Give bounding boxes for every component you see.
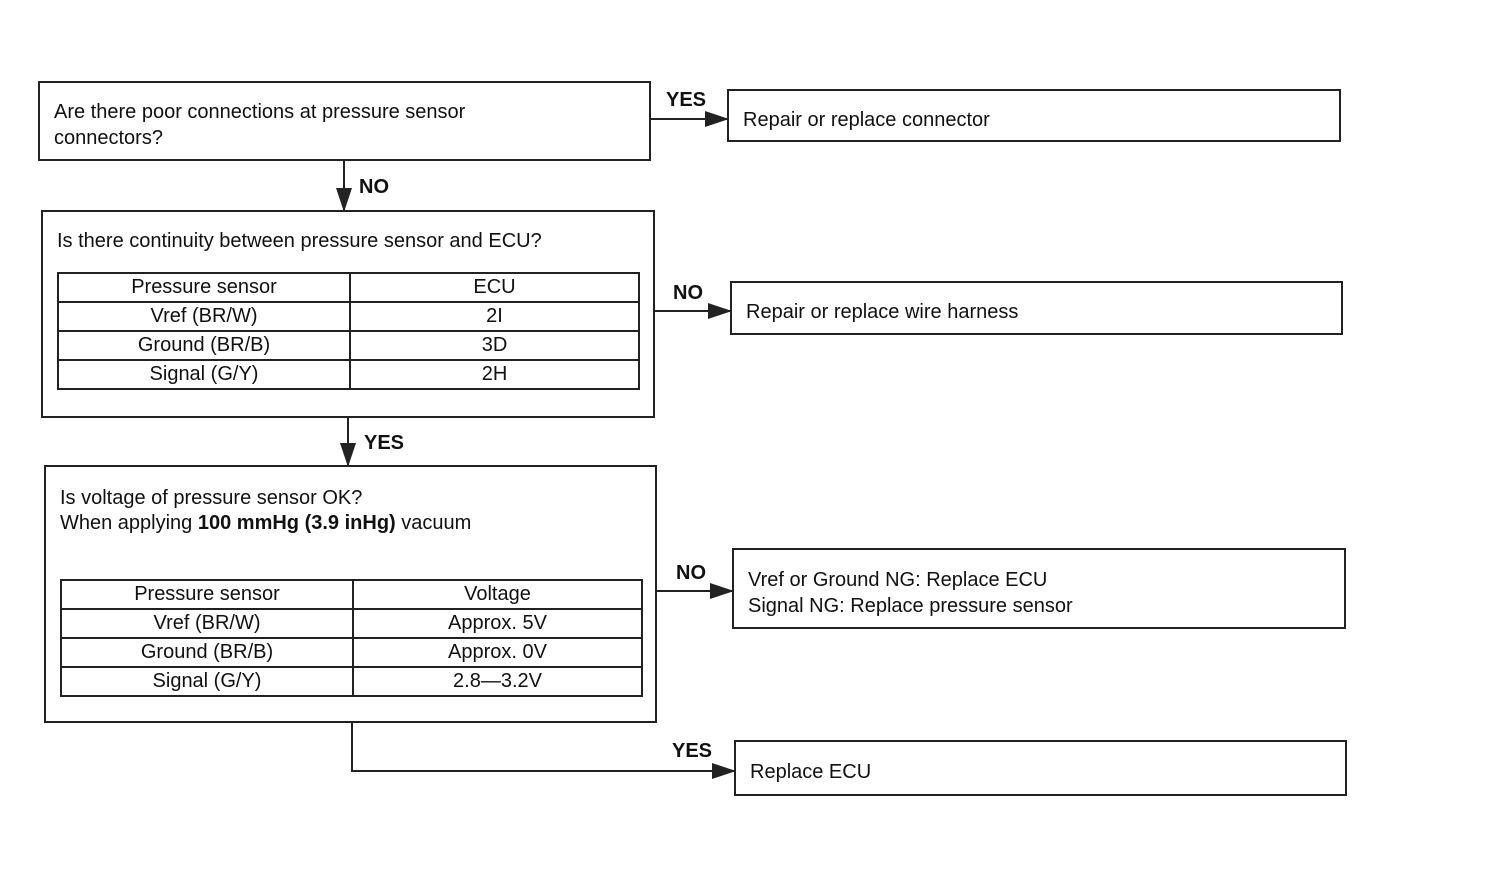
arrow-q3-yes — [351, 722, 736, 779]
table-cell: Vref (BR/W) — [57, 301, 351, 332]
table-cell: Signal (G/Y) — [57, 359, 351, 390]
label-no: NO — [673, 282, 703, 304]
question-box-connections: Are there poor connections at pressure s… — [38, 81, 651, 161]
vacuum-value: 100 mmHg (3.9 inHg) — [197, 512, 396, 534]
question-box-continuity: Is there continuity between pressure sen… — [41, 210, 655, 418]
table-row: Ground (BR/B) Approx. 0V — [60, 637, 643, 668]
table-cell: Approx. 0V — [352, 637, 643, 668]
label-no: NO — [676, 562, 706, 584]
action-text-line2: Signal NG: Replace pressure sensor — [748, 595, 1073, 617]
header-cell: Voltage — [352, 579, 643, 610]
table-cell: Ground (BR/B) — [57, 330, 351, 361]
table-row: Vref (BR/W) Approx. 5V — [60, 608, 643, 639]
label-yes: YES — [666, 89, 707, 111]
action-text-line1: Vref or Ground NG: Replace ECU — [748, 569, 1048, 591]
question-text-line2: When applying 100 mmHg (3.9 inHg) vacuum — [60, 510, 471, 536]
question-text: Are there poor connections at pressure s… — [54, 101, 466, 149]
action-text: Repair or replace wire harness — [746, 301, 1019, 323]
line2-prefix: When applying — [60, 512, 193, 534]
table-row: Signal (G/Y) 2.8—3.2V — [60, 666, 643, 697]
table-cell: 3D — [349, 330, 640, 361]
table-cell: Vref (BR/W) — [60, 608, 354, 639]
table-cell: Ground (BR/B) — [60, 637, 354, 668]
table-row: Vref (BR/W) 2I — [57, 301, 640, 332]
action-box-replace-ecu-or-sensor: Vref or Ground NG: Replace ECU Signal NG… — [732, 548, 1346, 629]
action-box-repair-harness: Repair or replace wire harness — [730, 281, 1343, 335]
table-cell: 2I — [349, 301, 640, 332]
header-cell: Pressure sensor — [60, 579, 354, 610]
table-cell: 2.8—3.2V — [352, 666, 643, 697]
table-header-row: Pressure sensor Voltage — [60, 579, 643, 610]
action-text: Replace ECU — [750, 761, 872, 783]
table-cell: Signal (G/Y) — [60, 666, 354, 697]
question-text: Is there continuity between pressure sen… — [57, 230, 542, 252]
label-yes: YES — [364, 432, 405, 454]
question-text-line1: Is voltage of pressure sensor OK? — [60, 487, 363, 509]
voltage-table: Pressure sensor Voltage Vref (BR/W) Appr… — [60, 579, 643, 697]
table-row: Ground (BR/B) 3D — [57, 330, 640, 361]
table-cell: Approx. 5V — [352, 608, 643, 639]
continuity-table: Pressure sensor ECU Vref (BR/W) 2I Groun… — [57, 272, 640, 390]
label-no: NO — [359, 176, 389, 198]
action-text: Repair or replace connector — [743, 109, 990, 131]
question-box-voltage: Is voltage of pressure sensor OK? When a… — [44, 465, 657, 723]
action-box-replace-ecu: Replace ECU — [734, 740, 1347, 796]
header-cell: Pressure sensor — [57, 272, 351, 303]
line2-suffix: vacuum — [401, 512, 472, 534]
table-row: Signal (G/Y) 2H — [57, 359, 640, 390]
table-cell: 2H — [349, 359, 640, 390]
header-cell: ECU — [349, 272, 640, 303]
label-yes: YES — [672, 740, 713, 762]
table-header-row: Pressure sensor ECU — [57, 272, 640, 303]
action-box-repair-connector: Repair or replace connector — [727, 89, 1341, 142]
